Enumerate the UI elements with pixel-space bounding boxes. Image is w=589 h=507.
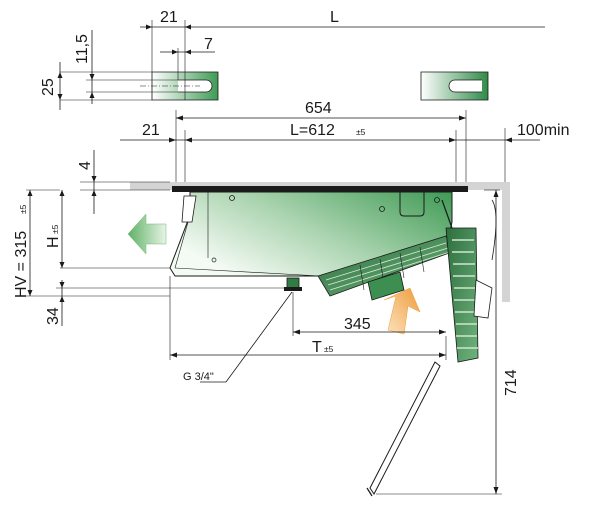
louver-door bbox=[445, 227, 493, 363]
depth-dimensions: 345 T ±5 G 3/4" bbox=[169, 276, 447, 383]
dim-11-5: 11,5 bbox=[74, 34, 91, 64]
right-bracket-slot bbox=[448, 79, 482, 93]
drain-fitting-base bbox=[284, 287, 302, 291]
screw-icon bbox=[379, 206, 385, 212]
dim-100min: 100min bbox=[517, 122, 569, 139]
arrow-left-icon bbox=[127, 213, 167, 255]
dim-L612-tolerance: ±5 bbox=[356, 127, 366, 137]
screw-icon bbox=[229, 195, 235, 201]
dim-top-7: 7 bbox=[204, 36, 213, 53]
door-open-position bbox=[366, 361, 441, 497]
dim-21-left: 21 bbox=[142, 122, 160, 139]
dim-HV-tolerance: ±5 bbox=[18, 204, 28, 214]
dim-25: 25 bbox=[40, 78, 57, 96]
drain-tray bbox=[367, 271, 405, 301]
width-dimensions: 654 21 L=612 ±5 100min bbox=[120, 100, 569, 190]
dim-T-tolerance: ±5 bbox=[324, 344, 334, 354]
junction-box bbox=[399, 191, 425, 217]
dim-H: H bbox=[45, 236, 62, 248]
dim-714: 714 bbox=[503, 369, 520, 396]
screw-icon bbox=[434, 197, 440, 203]
dim-L612: L=612 bbox=[290, 122, 335, 139]
dim-4: 4 bbox=[77, 161, 94, 170]
dim-34: 34 bbox=[45, 307, 62, 325]
dim-G-thread: G 3/4" bbox=[183, 371, 214, 383]
top-bracket-detail: 21 L 7 11,5 25 bbox=[40, 9, 545, 110]
dim-HV-315: HV = 315 bbox=[13, 231, 30, 298]
left-end-cap bbox=[181, 195, 197, 223]
arrow-up-right-icon bbox=[383, 287, 421, 335]
dim-top-21: 21 bbox=[160, 9, 178, 26]
dim-T: T bbox=[312, 339, 322, 356]
wall-plane bbox=[502, 182, 510, 302]
height-dimensions: 4 HV = 315 ±5 H ±5 34 bbox=[13, 150, 290, 326]
dim-H-tolerance: ±5 bbox=[50, 224, 60, 234]
screw-icon bbox=[211, 257, 217, 263]
door-drop-dimension: 714 bbox=[376, 189, 520, 495]
dim-345: 345 bbox=[344, 316, 371, 333]
dim-654: 654 bbox=[305, 100, 332, 117]
mounting-plate bbox=[172, 186, 468, 192]
fan-coil-unit bbox=[169, 186, 497, 363]
air-flow-arrows bbox=[127, 213, 421, 335]
dim-top-L: L bbox=[330, 9, 339, 26]
